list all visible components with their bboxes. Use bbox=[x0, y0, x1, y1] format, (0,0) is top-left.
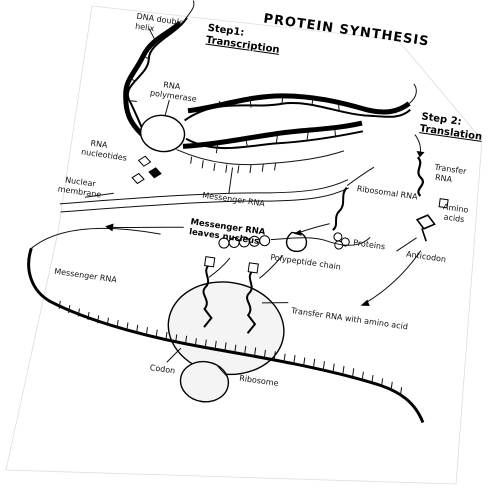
protein-dot-1 bbox=[333, 232, 342, 241]
ribosome-amino-acid-right bbox=[248, 263, 258, 273]
ribosome-amino-acid-left bbox=[205, 257, 215, 267]
